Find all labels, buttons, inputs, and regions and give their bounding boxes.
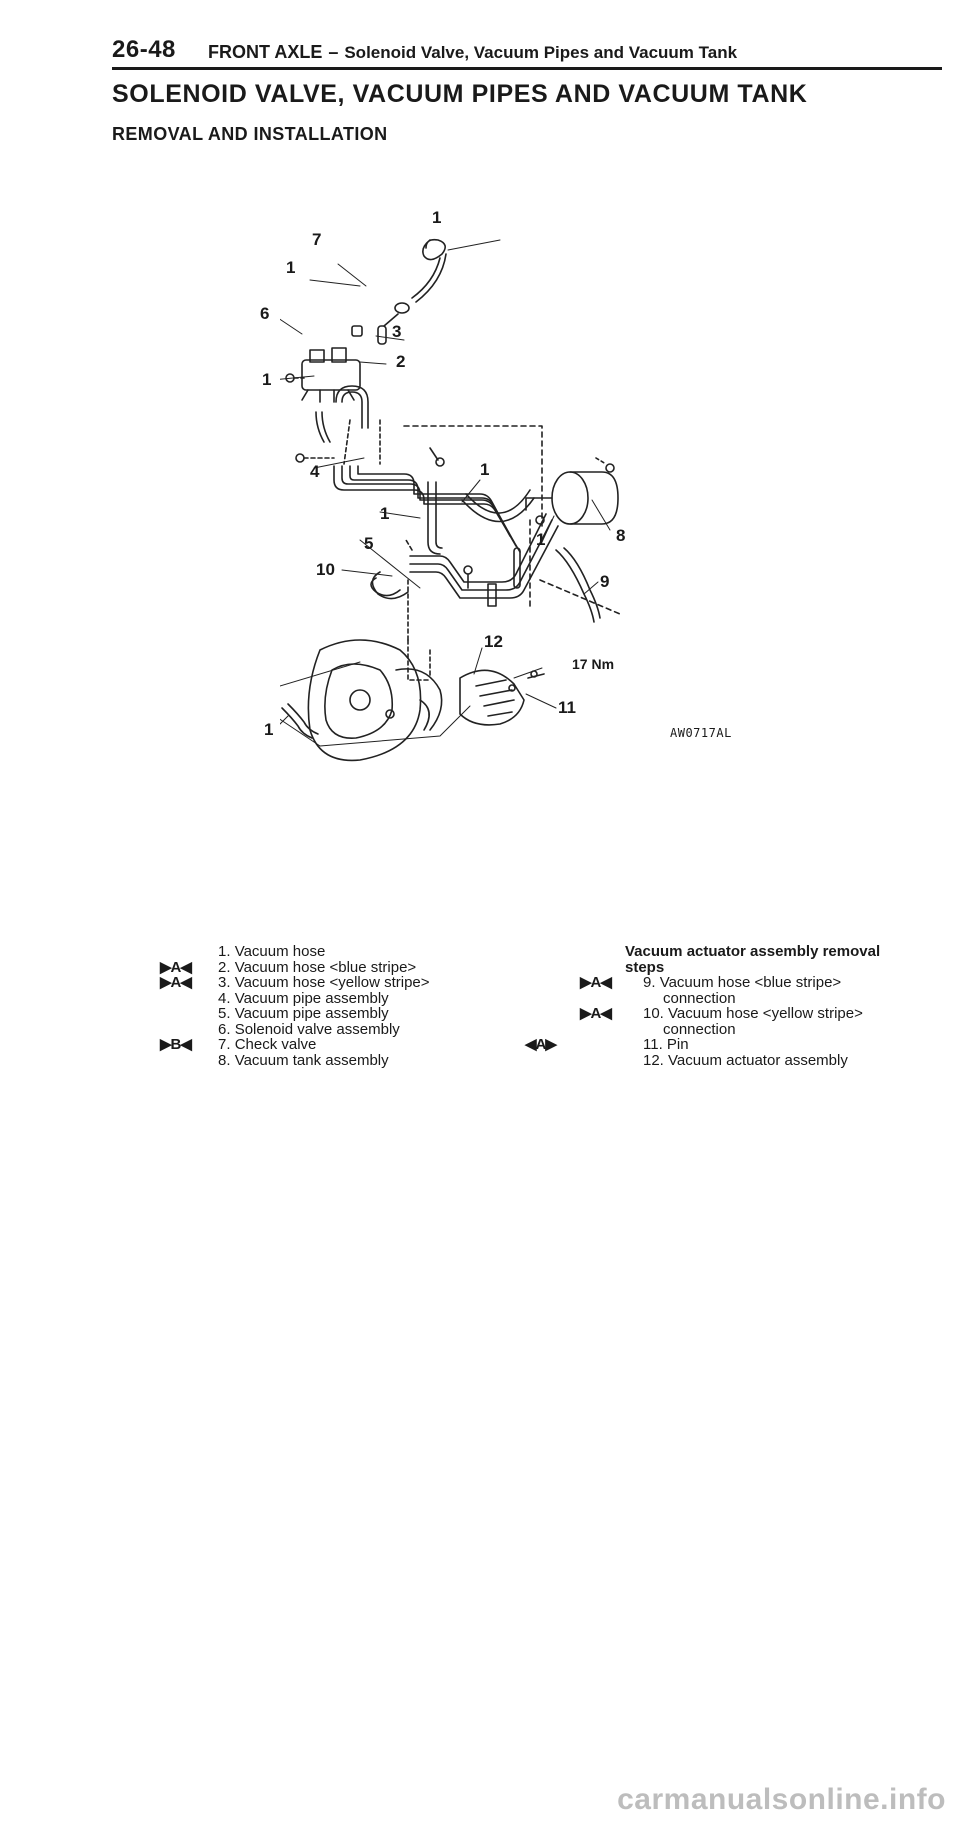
callout-2: 2 <box>396 352 406 371</box>
callout-1-top: 1 <box>432 208 442 227</box>
list-item: 4. Vacuum pipe assembly <box>218 989 389 1007</box>
page-header: 26-48 FRONT AXLE–Solenoid Valve, Vacuum … <box>112 36 942 66</box>
callout-1-left: 1 <box>262 370 272 389</box>
parts-legend: 1. Vacuum hose ▶A◀2. Vacuum hose <blue s… <box>160 944 470 1068</box>
callout-7: 7 <box>312 230 322 249</box>
torque-spec: 17 Nm <box>572 656 615 672</box>
callout-3: 3 <box>392 322 402 341</box>
callout-1-tank: 1 <box>536 530 546 549</box>
watermark: carmanualsonline.info <box>617 1783 946 1816</box>
callout-1-bottom: 1 <box>264 720 274 739</box>
figure-code: AW0717AL <box>670 726 732 740</box>
list-item: 6. Solenoid valve assembly <box>218 1020 400 1038</box>
list-item: ▶A◀10. Vacuum hose <yellow stripe>connec… <box>580 1005 863 1038</box>
page-title: SOLENOID VALVE, VACUUM PIPES AND VACUUM … <box>112 80 808 108</box>
note-marker: ▶A◀ <box>580 1005 612 1022</box>
note-marker: ▶A◀ <box>580 974 612 991</box>
callout-1-pipe: 1 <box>380 504 390 523</box>
list-item: ◀A▶11. Pin <box>525 1036 689 1053</box>
exploded-diagram: 1 7 1 6 3 2 1 4 1 1 8 1 5 10 9 12 17 Nm … <box>260 208 760 870</box>
header-title: FRONT AXLE–Solenoid Valve, Vacuum Pipes … <box>208 42 737 63</box>
section-title: REMOVAL AND INSTALLATION <box>112 124 388 144</box>
list-item: 12. Vacuum actuator assembly <box>643 1051 848 1069</box>
list-item: ▶A◀2. Vacuum hose <blue stripe> <box>160 958 417 976</box>
header-rule <box>112 67 942 70</box>
callout-10: 10 <box>316 560 335 579</box>
callout-1-middle: 1 <box>480 460 490 479</box>
diagram-drawing <box>280 238 621 762</box>
callout-12: 12 <box>484 632 503 651</box>
list-item: ▶A◀9. Vacuum hose <blue stripe>connectio… <box>580 974 842 1007</box>
note-marker: ▶A◀ <box>160 974 192 991</box>
callout-8: 8 <box>616 526 626 545</box>
list-item: 1. Vacuum hose <box>218 943 326 960</box>
note-marker: ▶A◀ <box>160 958 192 976</box>
list-item: ▶A◀3. Vacuum hose <yellow stripe> <box>160 974 430 991</box>
page-number: 26-48 <box>112 36 176 63</box>
header-dash: – <box>328 42 339 62</box>
callout-11: 11 <box>558 698 576 717</box>
callout-5: 5 <box>364 534 374 553</box>
callout-9: 9 <box>600 572 610 591</box>
list-item: 8. Vacuum tank assembly <box>218 1051 389 1069</box>
header-subtitle: Solenoid Valve, Vacuum Pipes and Vacuum … <box>344 43 738 62</box>
note-marker: ◀A▶ <box>525 1036 557 1053</box>
note-marker: ▶B◀ <box>160 1036 192 1053</box>
header-section: FRONT AXLE <box>208 42 323 62</box>
list-item: 5. Vacuum pipe assembly <box>218 1005 389 1022</box>
list-item: ▶B◀7. Check valve <box>160 1036 317 1053</box>
callout-4: 4 <box>310 462 320 481</box>
callout-1-check: 1 <box>286 258 296 277</box>
callout-6: 6 <box>260 304 270 323</box>
